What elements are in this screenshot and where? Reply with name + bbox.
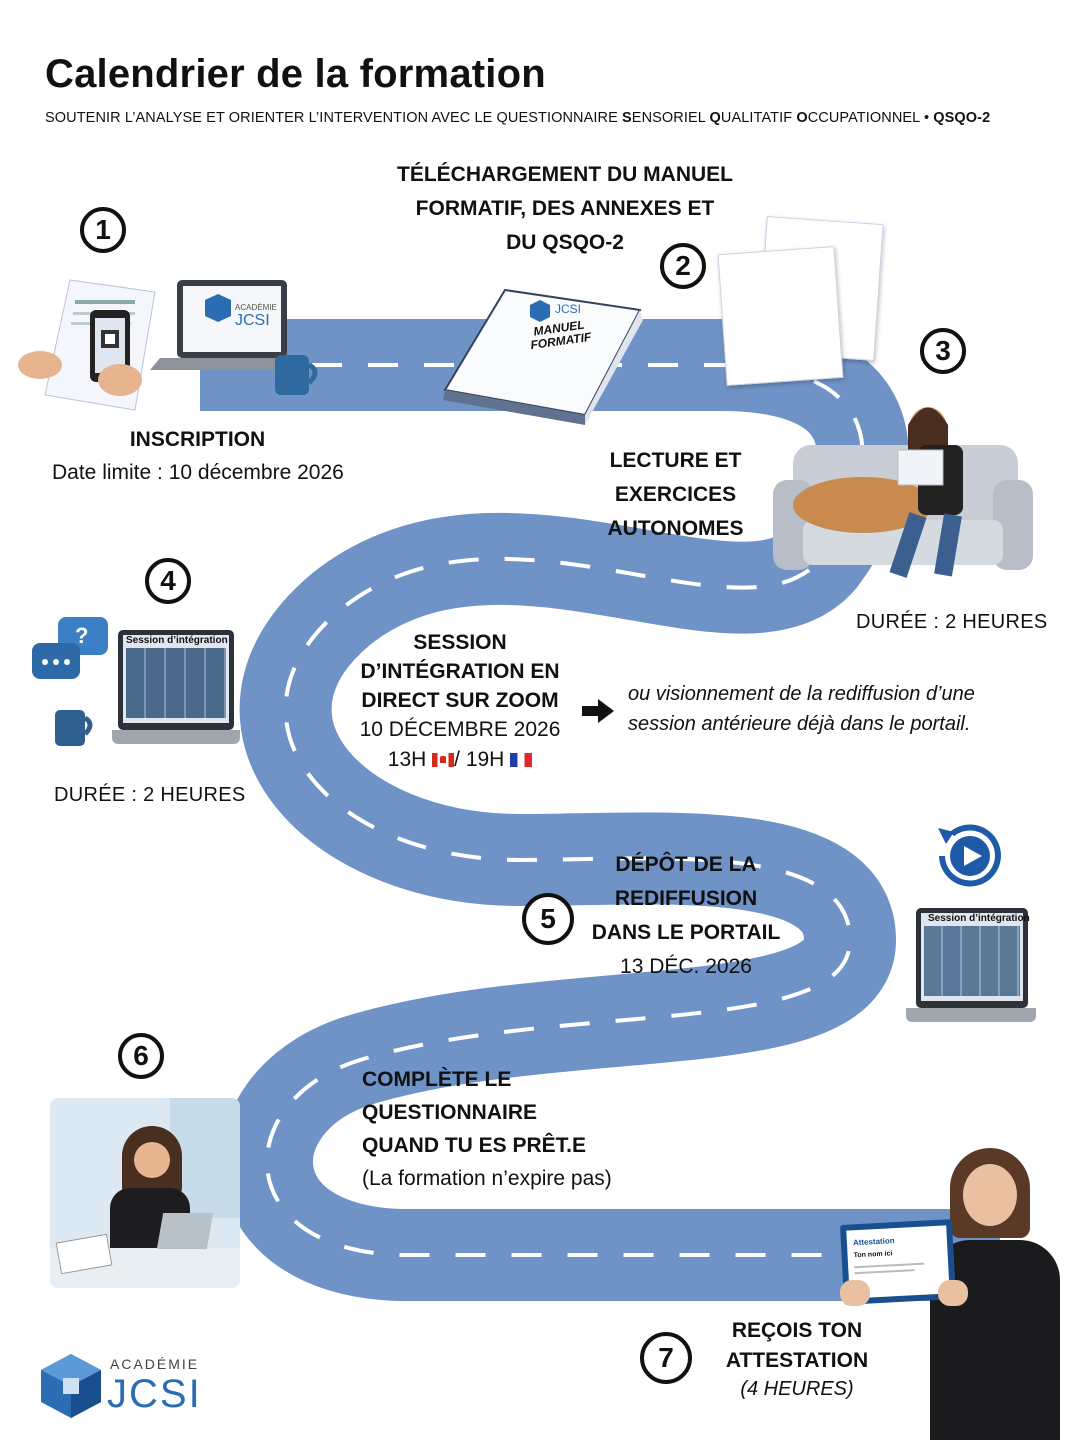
step-1-badge: 1	[80, 207, 126, 253]
reading-woman-illustration	[773, 407, 1033, 578]
step-3-duration: DURÉE : 2 HEURES	[856, 611, 1048, 633]
step-4-date: 10 DÉCEMBRE 2026	[359, 718, 561, 741]
page-subtitle: SOUTENIR L’ANALYSE ET ORIENTER L’INTERVE…	[45, 110, 991, 126]
laptop-icon: Session d’intégration	[112, 630, 240, 755]
step-6-badge: 6	[118, 1033, 164, 1079]
page-title: Calendrier de la formation	[45, 52, 546, 96]
laptop-icon: ACADÉMIE JCSI	[150, 280, 315, 370]
logo-academy-text: ACADÉMIE	[110, 1356, 200, 1372]
replay-icon	[938, 824, 1001, 887]
phone-qr-icon	[90, 310, 130, 382]
svg-text:ACADÉMIE: ACADÉMIE	[235, 303, 277, 312]
step-3-badge: 3	[920, 328, 966, 374]
academy-logo: ACADÉMIE JCSI	[35, 1350, 235, 1420]
svg-text:JCSI: JCSI	[235, 312, 270, 329]
screen-label: Session d’intégration	[928, 913, 1030, 924]
step-6-note: (La formation n’expire pas)	[362, 1167, 612, 1190]
step-7-duration: (4 HEURES)	[740, 1378, 854, 1400]
step-2-badge: 2	[660, 243, 706, 289]
step-7-badge: 7	[640, 1332, 692, 1384]
mug-icon	[275, 355, 318, 395]
laptop-icon: Session d’intégration	[906, 908, 1036, 1033]
flag-france-icon	[510, 753, 533, 767]
step-4-time: 13H / 19H	[345, 745, 575, 775]
step-5-badge: 5	[522, 893, 574, 945]
logo-name: JCSI	[107, 1372, 202, 1416]
screen-label: Session d’intégration	[126, 635, 228, 646]
certificate-woman-illustration: Attestation Ton nom ici	[830, 1140, 1070, 1440]
step-5-date: 13 DÉC. 2026	[620, 955, 752, 978]
book-icon: JCSI	[443, 288, 643, 425]
step-4-badge: 4	[145, 558, 191, 604]
svg-text:JCSI: JCSI	[555, 302, 581, 316]
flag-canada-icon	[432, 753, 455, 767]
logo-cube-icon	[41, 1354, 101, 1418]
step-1-title: INSCRIPTION	[129, 428, 266, 451]
registration-illustration: ACADÉMIE JCSI	[18, 279, 318, 411]
documents-icon	[712, 216, 884, 386]
step-1-deadline: Date limite : 10 décembre 2026	[52, 461, 344, 484]
arrow-right-icon	[582, 699, 614, 723]
step-4-duration: DURÉE : 2 HEURES	[54, 784, 246, 806]
chat-bubbles-icon: ?	[32, 617, 108, 746]
working-woman-illustration	[50, 1098, 240, 1288]
svg-text:?: ?	[75, 623, 88, 648]
mug-icon	[55, 710, 93, 746]
